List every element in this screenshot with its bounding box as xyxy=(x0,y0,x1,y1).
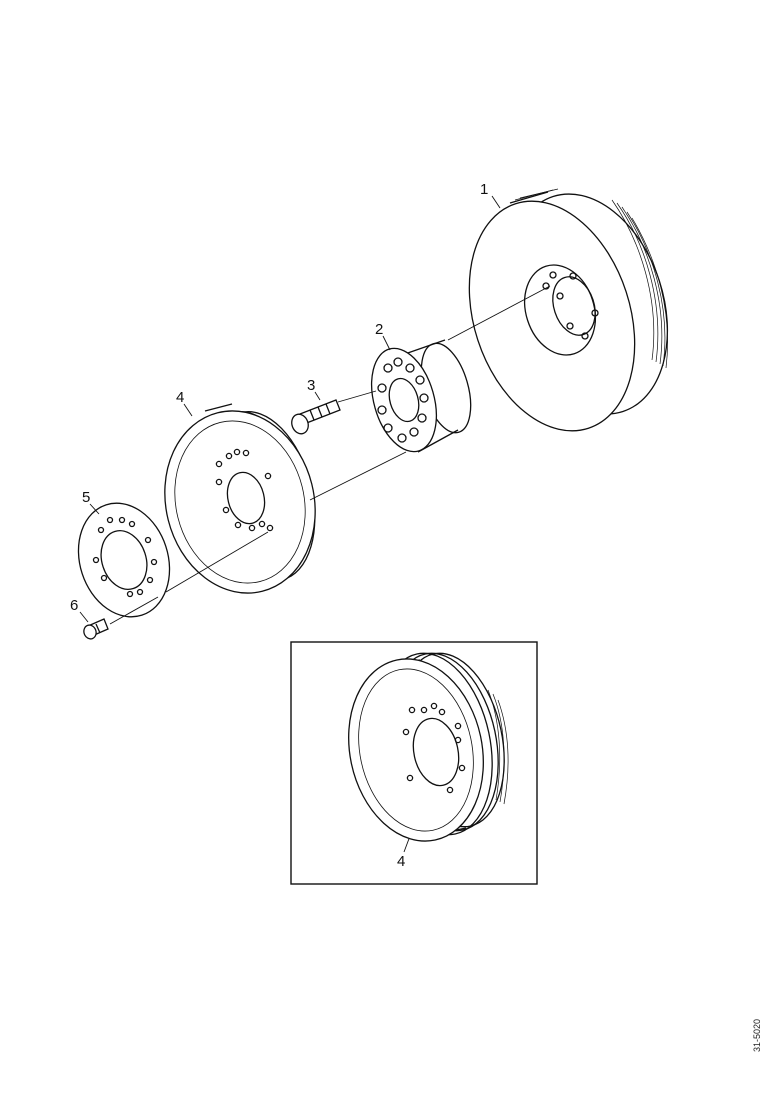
label-inset-part-4: 4 xyxy=(397,853,405,870)
assembly-axis-lines xyxy=(109,285,551,625)
label-part-4: 4 xyxy=(176,389,184,406)
part-5-plate xyxy=(77,502,171,618)
part-3-bolt xyxy=(291,399,341,435)
inset-part-4-pulley xyxy=(348,652,509,842)
label-part-2: 2 xyxy=(375,321,383,338)
part-1-damper-pulley xyxy=(468,188,669,432)
label-part-6: 6 xyxy=(70,597,78,614)
label-part-3: 3 xyxy=(307,377,315,394)
figure-reference-number: 31-5020 xyxy=(752,1018,762,1052)
part-4-pulley xyxy=(164,403,316,594)
part-2-hub xyxy=(371,339,472,453)
label-part-1: 1 xyxy=(480,181,488,198)
inset-frame xyxy=(290,641,538,885)
part-6-bolt xyxy=(83,618,109,640)
label-part-5: 5 xyxy=(82,489,90,506)
